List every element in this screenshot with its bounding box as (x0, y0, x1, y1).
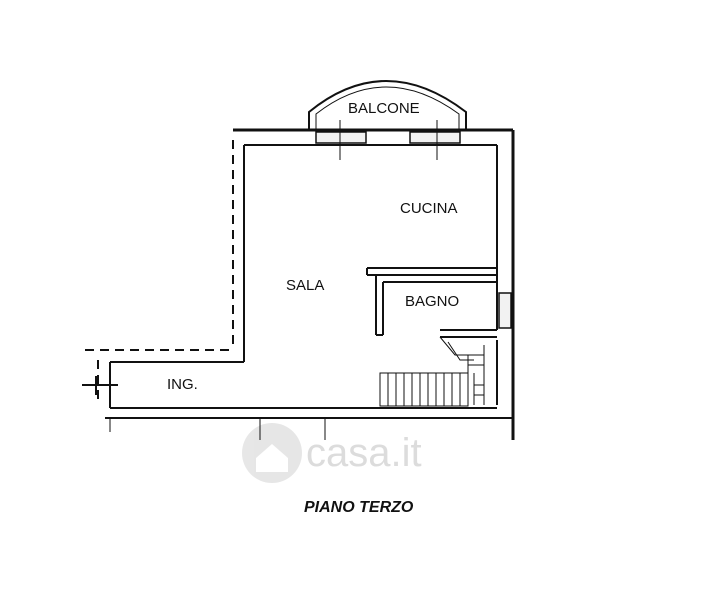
room-label-bagno: BAGNO (405, 293, 459, 310)
watermark-text: casa.it (306, 431, 422, 475)
staircase (379, 336, 485, 407)
window (498, 292, 512, 329)
bottom-wall (105, 407, 513, 440)
window (315, 131, 367, 144)
right-wall (496, 130, 515, 440)
balcony (308, 80, 467, 130)
room-label-sala: SALA (286, 277, 324, 294)
room-label-cucina: CUCINA (400, 200, 458, 217)
watermark: casa.it (242, 423, 422, 483)
room-label-ingresso: ING. (167, 376, 198, 393)
window (409, 131, 461, 144)
room-label-balcone: BALCONE (348, 100, 420, 117)
top-wall (233, 120, 513, 160)
entrance (82, 360, 118, 408)
floor-title: PIANO TERZO (304, 499, 414, 516)
left-wall (85, 140, 245, 363)
bathroom (366, 267, 497, 338)
house-logo-icon (242, 423, 302, 483)
